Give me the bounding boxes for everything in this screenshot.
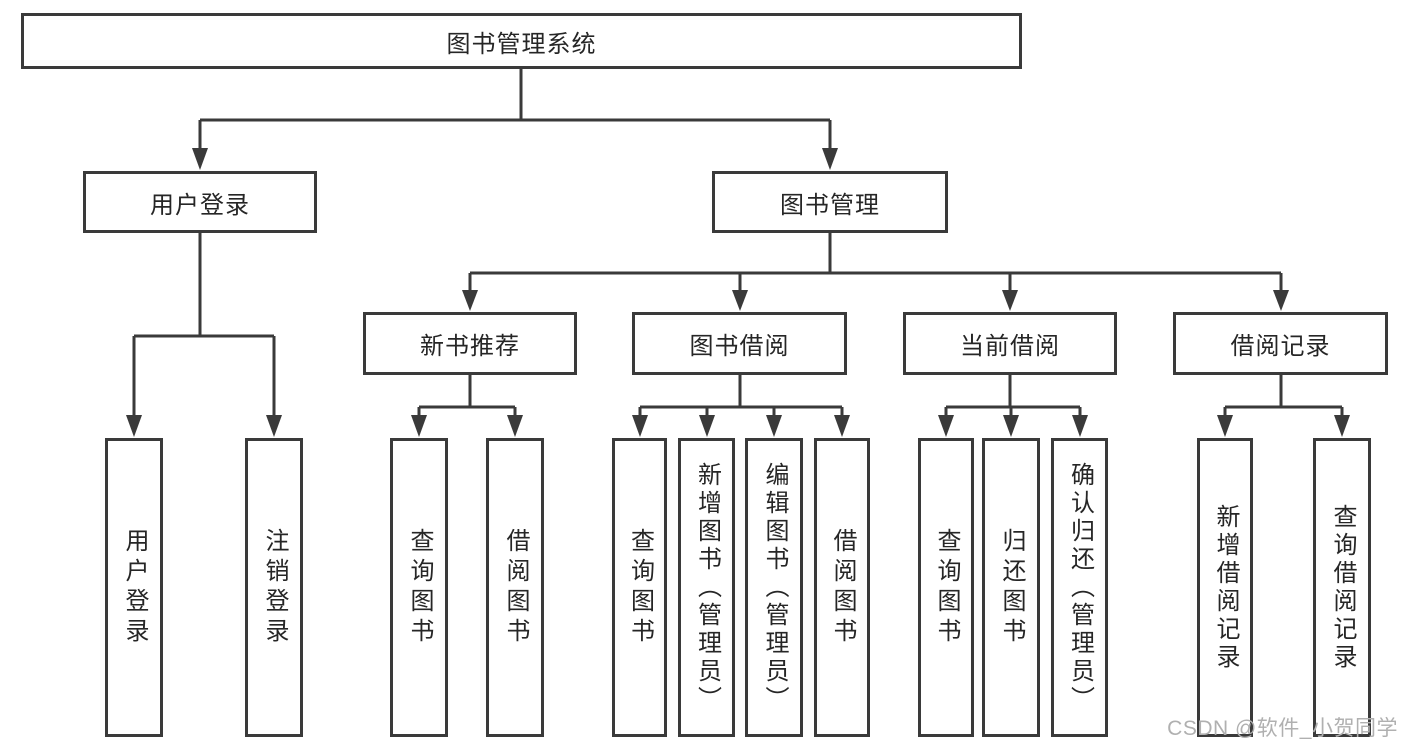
node-library-system: 图书管理系统 [21, 13, 1022, 69]
node-user-login: 用户登录 [83, 171, 317, 233]
arrowhead [266, 415, 282, 437]
arrowhead [192, 148, 208, 170]
leaf-logout: 注销登录 [245, 438, 303, 737]
arrowhead [1002, 290, 1018, 311]
connector-book-mgmt [468, 233, 1283, 293]
arrowhead [1072, 415, 1088, 437]
connector-current-borrow [944, 375, 1082, 419]
leaf-query-books-borrowing: 查询图书 [612, 438, 667, 737]
leaf-query-books-recommendation: 查询图书 [390, 438, 448, 737]
arrowhead [1217, 415, 1233, 437]
arrowhead [834, 415, 850, 437]
leaf-edit-books-admin: 编辑图书（管理员） [745, 438, 803, 737]
leaf-borrow-books: 借阅图书 [814, 438, 870, 737]
node-current-borrowing: 当前借阅 [903, 312, 1117, 375]
leaf-borrow-books-recommendation: 借阅图书 [486, 438, 544, 737]
node-book-borrowing: 图书借阅 [632, 312, 847, 375]
leaf-confirm-return-admin: 确认归还（管理员） [1051, 438, 1108, 737]
arrowhead [126, 415, 142, 437]
connector-new-book [417, 375, 517, 419]
arrowhead [699, 415, 715, 437]
leaf-add-borrow-record: 新增借阅记录 [1197, 438, 1253, 737]
arrowhead [822, 148, 838, 170]
leaf-user-login: 用户登录 [105, 438, 163, 737]
leaf-add-books-admin: 新增图书（管理员） [678, 438, 735, 737]
arrowhead [766, 415, 782, 437]
arrowhead [1334, 415, 1350, 437]
connector-user-login [132, 233, 276, 419]
connector-root [198, 69, 832, 152]
arrowhead [632, 415, 648, 437]
arrowhead [1273, 290, 1289, 311]
leaf-return-books: 归还图书 [982, 438, 1040, 737]
node-new-book-recommendation: 新书推荐 [363, 312, 577, 375]
csdn-watermark: CSDN @软件_小贺同学 [1167, 717, 1398, 740]
arrowhead [507, 415, 523, 437]
leaf-query-borrow-record: 查询借阅记录 [1313, 438, 1371, 737]
arrowhead [732, 290, 748, 311]
node-book-management: 图书管理 [712, 171, 948, 233]
arrowhead [462, 290, 478, 311]
connector-book-borrow [638, 375, 844, 419]
arrowhead [938, 415, 954, 437]
arrowhead [1003, 415, 1019, 437]
leaf-query-books-current: 查询图书 [918, 438, 974, 737]
arrowhead [411, 415, 427, 437]
connector-borrow-records [1223, 375, 1344, 419]
node-borrowing-records: 借阅记录 [1173, 312, 1388, 375]
